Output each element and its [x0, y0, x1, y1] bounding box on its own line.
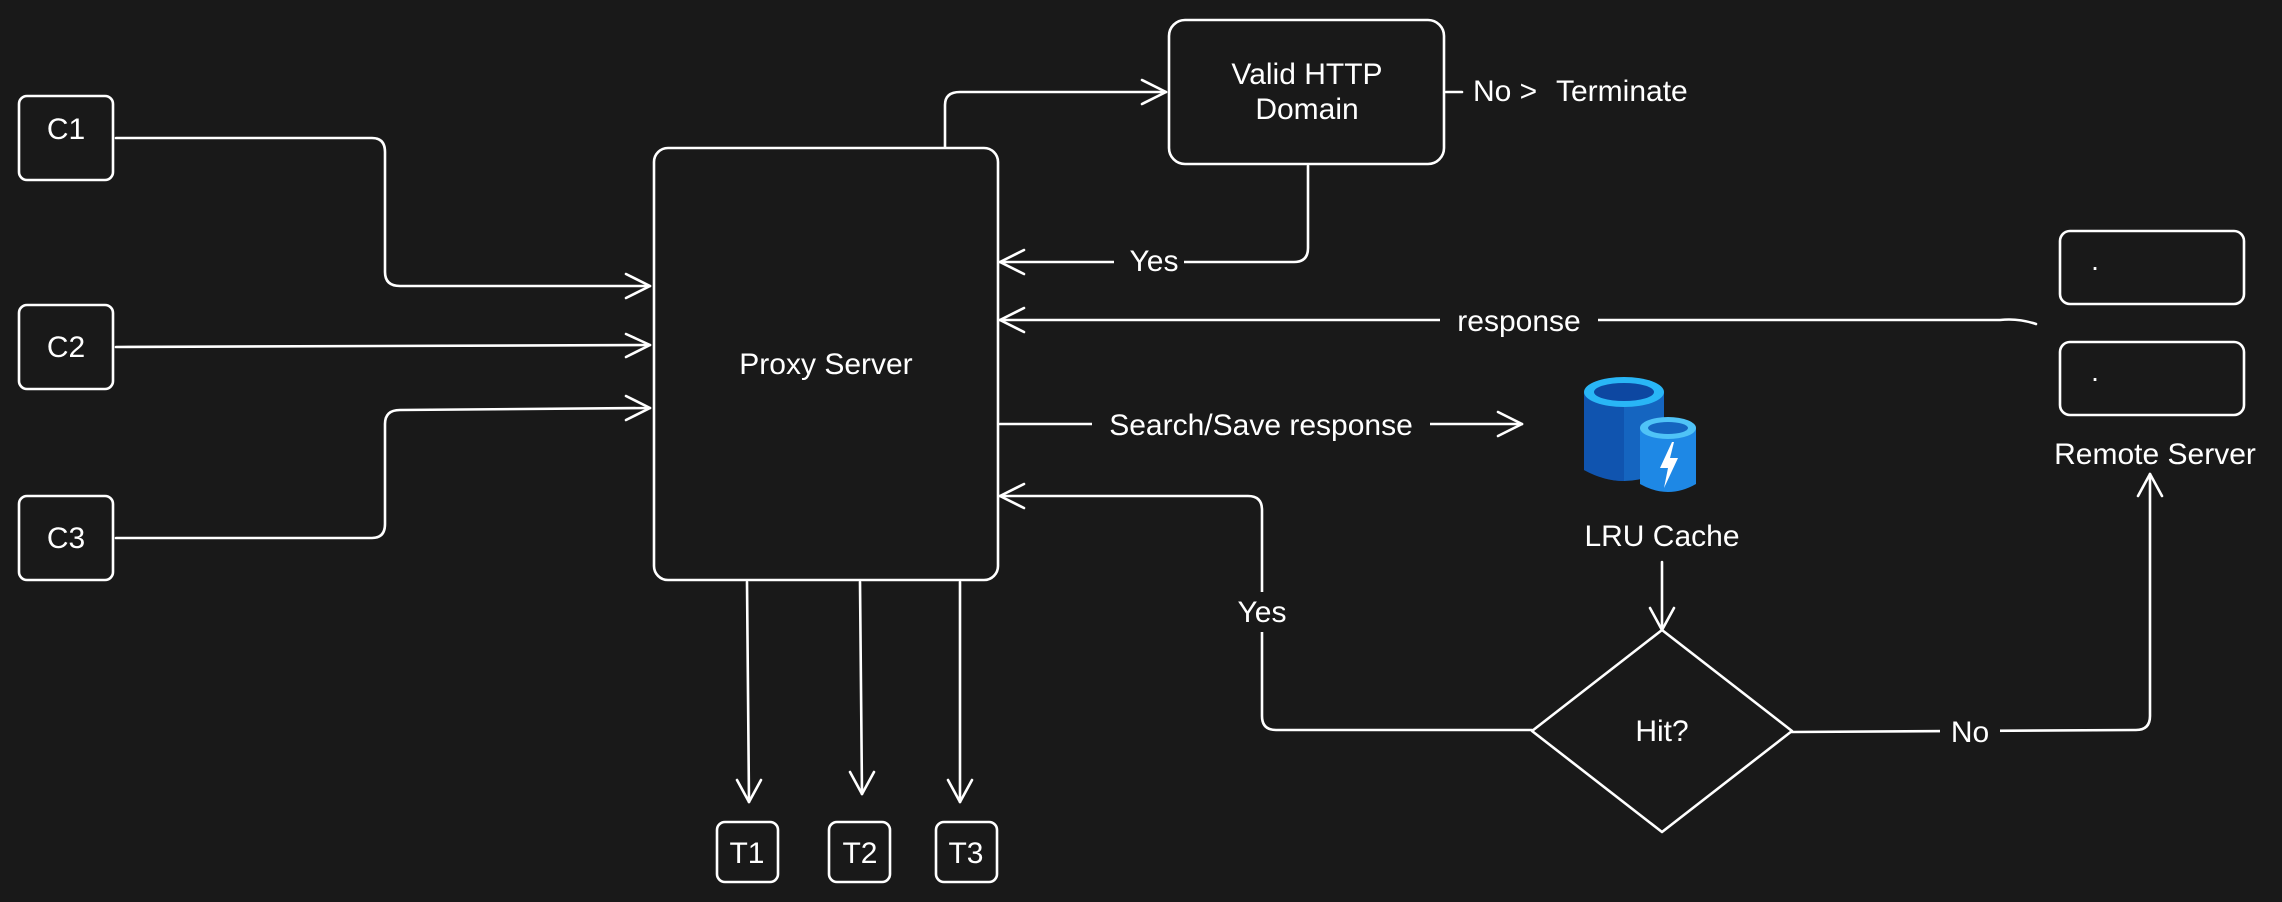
- arrowhead-c2-proxy: [624, 332, 652, 359]
- arrowhead-response: [998, 306, 1026, 334]
- arrowhead-proxy-t3: [946, 778, 974, 804]
- arrowhead-proxy-valid: [1140, 78, 1168, 106]
- remote-box1-label: .: [2091, 245, 2099, 276]
- edge-label-yes-valid: Yes: [1130, 245, 1179, 278]
- proxy-server-label: Proxy Server: [739, 348, 912, 381]
- edge-valid-yes-proxy: [998, 164, 1310, 264]
- hit-decision: Hit?: [1530, 628, 1794, 834]
- lru-cache-label: LRU Cache: [1584, 520, 1739, 553]
- arrowhead-proxy-t2: [848, 770, 876, 796]
- arrowhead-valid-yes-proxy: [998, 248, 1026, 276]
- arrowhead-hit-yes-proxy: [998, 482, 1026, 510]
- remote-server-label: Remote Server: [2054, 438, 2256, 471]
- thread-t2: T2: [827, 820, 892, 884]
- arrowhead-search-save: [1496, 410, 1524, 438]
- edge-c1-proxy: [114, 136, 652, 288]
- client-c1-label: C1: [47, 113, 85, 146]
- thread-t2-label: T2: [842, 837, 877, 870]
- edge-proxy-valid: [943, 90, 1168, 150]
- thread-t1-label: T1: [729, 837, 764, 870]
- terminate-label: Terminate: [1556, 75, 1688, 108]
- edge-response: [998, 318, 2038, 326]
- remote-box2-label: .: [2091, 356, 2099, 387]
- cache-database-lightning-icon: [1584, 377, 1696, 492]
- thread-t1: T1: [715, 820, 780, 884]
- edge-label-search-save: Search/Save response: [1109, 409, 1413, 442]
- edge-proxy-t1: [745, 580, 751, 804]
- thread-t3-label: T3: [948, 837, 983, 870]
- edge-proxy-t2: [858, 580, 864, 796]
- edge-label-no-terminate: No >: [1473, 75, 1537, 108]
- client-c2: C2: [17, 303, 115, 391]
- arrowhead-proxy-t1: [735, 778, 763, 804]
- valid-domain-line2: Domain: [1255, 93, 1358, 126]
- edge-label-no-hit: No: [1951, 716, 1989, 749]
- client-c2-label: C2: [47, 331, 85, 364]
- client-c3-label: C3: [47, 522, 85, 555]
- edge-label-response: response: [1457, 305, 1580, 338]
- thread-t3: T3: [934, 820, 999, 884]
- valid-http-domain: Valid HTTP Domain: [1167, 18, 1446, 166]
- remote-server: . . Remote Server: [2054, 229, 2256, 471]
- edge-c2-proxy: [114, 343, 652, 349]
- edge-hit-no-remote: [1790, 472, 2152, 734]
- edge-label-yes-hit: Yes: [1238, 596, 1287, 629]
- client-c3: C3: [17, 494, 115, 582]
- hit-decision-label: Hit?: [1635, 715, 1688, 748]
- arrowhead-c1-proxy: [624, 272, 652, 300]
- proxy-server: Proxy Server: [652, 146, 1000, 582]
- client-c1: C1: [17, 94, 115, 182]
- arrowhead-hit-no-remote: [2136, 472, 2164, 498]
- valid-domain-line1: Valid HTTP: [1231, 58, 1382, 91]
- edge-c3-proxy: [114, 406, 652, 540]
- arrowhead-c3-proxy: [624, 394, 652, 422]
